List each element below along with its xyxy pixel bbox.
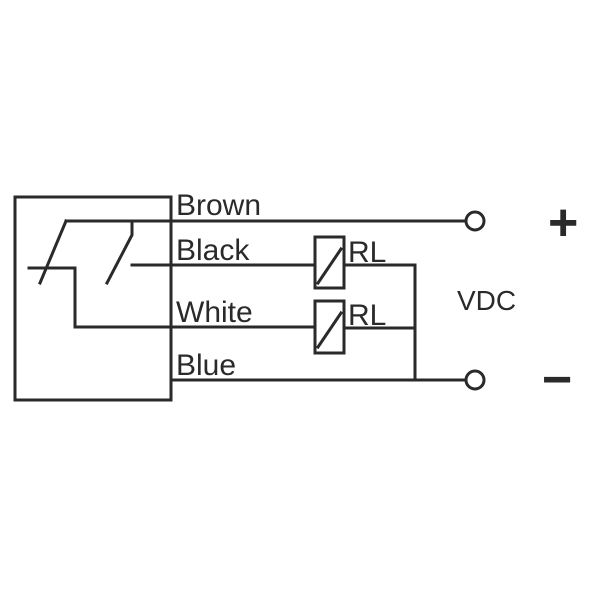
relay-coil-2-diagonal — [315, 310, 344, 350]
relay-return-wire — [342, 263, 417, 382]
minus-terminal — [464, 369, 486, 391]
vdc-label: VDC — [457, 285, 516, 316]
relay-coil-1-diagonal — [315, 246, 344, 286]
nc-switch-wire — [27, 266, 77, 329]
blue-label: Blue — [176, 349, 236, 382]
sensor-housing — [13, 195, 173, 402]
relay-label-1: RL — [348, 236, 386, 269]
plus-terminal — [464, 210, 486, 232]
relay-coil-1 — [313, 235, 346, 290]
brown-label: Brown — [176, 189, 261, 222]
black-label: Black — [176, 234, 250, 267]
no-switch-contact — [104, 219, 134, 286]
relay-label-2: RL — [348, 299, 386, 332]
white-label: White — [176, 296, 253, 329]
minus-sign: − — [542, 351, 572, 409]
plus-sign: + — [548, 194, 578, 252]
nc-switch-contact — [38, 219, 68, 285]
